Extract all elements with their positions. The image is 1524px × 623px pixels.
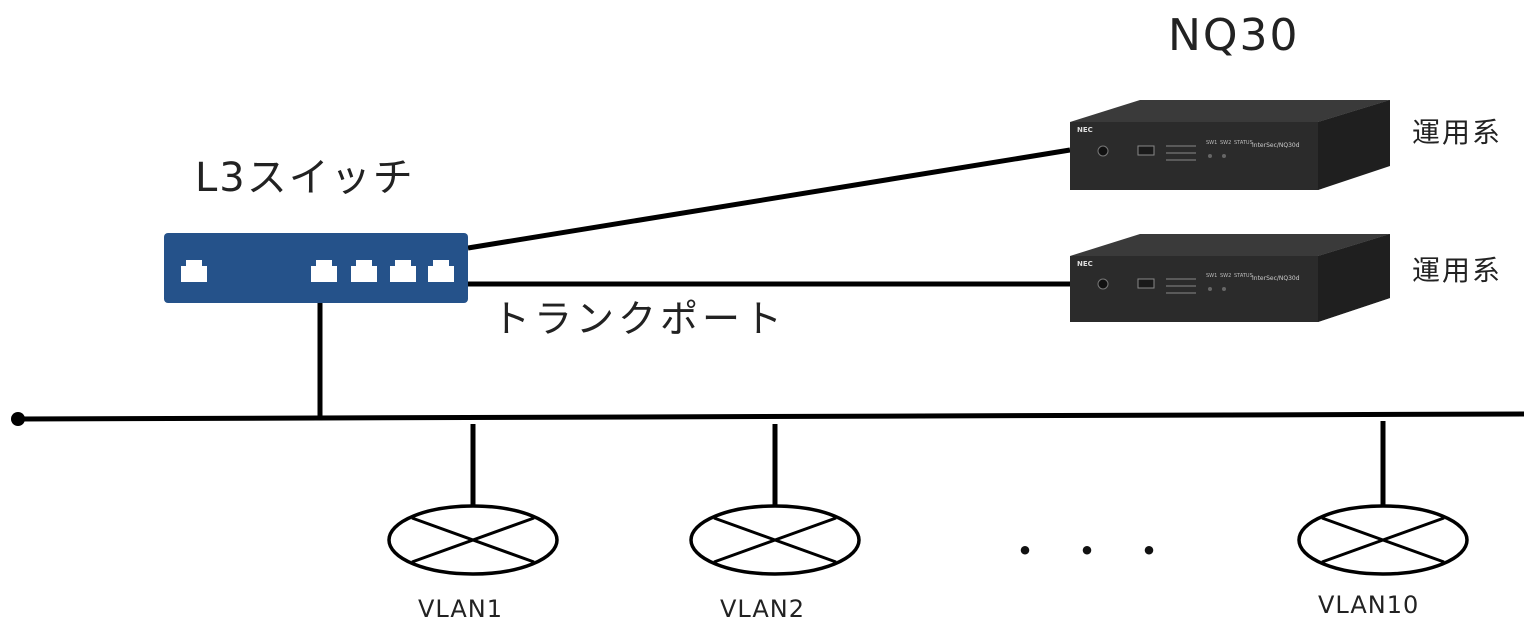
vlan-label: VLAN1 bbox=[418, 595, 503, 623]
switch-label: L3スイッチ bbox=[195, 155, 415, 201]
svg-text:NEC: NEC bbox=[1077, 260, 1093, 268]
router-x-icon bbox=[1297, 504, 1469, 576]
svg-text:STATUS: STATUS bbox=[1234, 140, 1253, 146]
svg-text:SW1: SW1 bbox=[1206, 140, 1217, 146]
svg-text:InterSec/NQ30d: InterSec/NQ30d bbox=[1252, 275, 1300, 282]
router-x-icon bbox=[689, 504, 861, 576]
svg-text:SW1: SW1 bbox=[1206, 273, 1217, 279]
svg-text:NEC: NEC bbox=[1077, 126, 1093, 134]
svg-text:InterSec/NQ30d: InterSec/NQ30d bbox=[1252, 142, 1300, 149]
device-title: NQ30 bbox=[1168, 10, 1300, 61]
vlan-label: VLAN10 bbox=[1318, 591, 1420, 619]
backbone-endpoint bbox=[11, 412, 25, 426]
appliance-role-label: 運用系 bbox=[1412, 116, 1503, 149]
trunk-port-label: トランクポート bbox=[492, 297, 787, 341]
svg-text:STATUS: STATUS bbox=[1234, 273, 1253, 279]
network-appliance-icon: NEC SW1 SW2 STATUS InterSec/NQ30d bbox=[1070, 100, 1390, 190]
ellipsis: ・・・ bbox=[1005, 529, 1191, 575]
backbone-line bbox=[17, 411, 1524, 422]
svg-text:SW2: SW2 bbox=[1220, 273, 1231, 279]
router-x-icon bbox=[387, 504, 559, 576]
vlan-label: VLAN2 bbox=[720, 595, 805, 623]
uplink-line-1 bbox=[467, 147, 1071, 251]
svg-text:SW2: SW2 bbox=[1220, 140, 1231, 146]
appliance-role-label: 運用系 bbox=[1412, 254, 1503, 287]
l3-switch-icon bbox=[164, 233, 468, 303]
network-appliance-icon: NEC SW1 SW2 STATUS InterSec/NQ30d bbox=[1070, 234, 1390, 322]
